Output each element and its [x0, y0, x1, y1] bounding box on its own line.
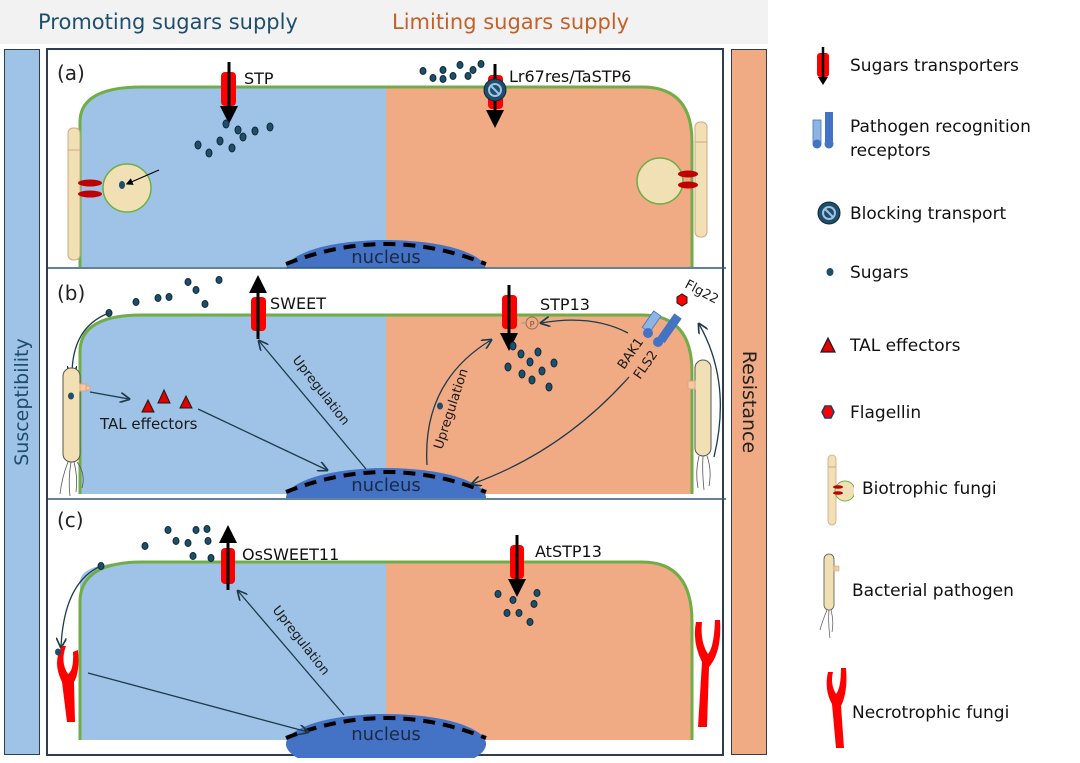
legend-label-line2: receptors	[850, 141, 931, 161]
upregulation-arrow-b-left	[259, 341, 367, 470]
legend-label: Necrotrophic fungi	[852, 703, 1010, 723]
nucleus-label-c: nucleus	[351, 724, 421, 745]
biotrophic-fungus-right	[636, 121, 708, 238]
sugar-on-arrow	[437, 402, 443, 410]
legend-label: Flagellin	[850, 403, 922, 423]
legend-label: Blocking transport	[850, 204, 1007, 224]
ossweet11-label: OsSWEET11	[242, 545, 339, 564]
panel-label-a: (a)	[57, 61, 85, 85]
fls2-to-nucleus-arrow	[472, 376, 630, 484]
tal-effectors	[141, 388, 193, 413]
resistance-bar: Resistance	[731, 49, 767, 755]
sugars-outside-a	[419, 60, 485, 83]
panel-label-c: (c)	[57, 508, 84, 532]
panel-label-b: (b)	[57, 281, 85, 305]
header-band: Promoting sugars supply Limiting sugars …	[0, 0, 768, 44]
nucleus-a	[286, 240, 486, 268]
legend-label: Sugars transporters	[850, 56, 1019, 76]
lr67res-label: Lr67res/TaSTP6	[509, 67, 631, 86]
stp13-label: STP13	[540, 295, 590, 314]
cell-right-c	[386, 562, 692, 740]
nuclear-envelope-a	[285, 242, 487, 266]
cell-right-a	[386, 87, 692, 267]
legend-label: Biotrophic fungi	[862, 479, 997, 499]
legend: Sugars transporters Pathogen recognition…	[790, 0, 1080, 759]
sugars-inside-a	[194, 119, 274, 158]
tal-to-nucleus-arrow	[197, 408, 327, 470]
stp-label: STP	[244, 69, 274, 88]
sugar-transporter-icon	[817, 47, 829, 85]
cell-left-a	[80, 87, 386, 267]
cell-left-c	[80, 562, 386, 740]
blocking-icon-a	[483, 78, 507, 102]
flg22-label: Flg22	[682, 277, 721, 307]
bacterium-left	[59, 312, 129, 497]
sugars-inside-c	[494, 589, 541, 626]
legend-label-line1: Pathogen recognition	[850, 117, 1031, 137]
upregulation-arrow-b-right	[426, 340, 491, 466]
susceptibility-label: Susceptibility	[11, 338, 33, 466]
cell-left-b	[80, 315, 386, 494]
recognition-receptor-icon	[812, 112, 834, 149]
sugar-icon	[826, 268, 834, 276]
nucleus-label-a: nucleus	[351, 247, 421, 268]
sugars-outside-c	[97, 525, 215, 570]
tal-effector-icon	[820, 336, 836, 353]
sweet-label: SWEET	[270, 294, 326, 313]
upregulation-arrow-c	[238, 591, 345, 716]
bacteria-icon	[819, 553, 840, 639]
limiting-header: Limiting sugars supply	[392, 10, 630, 34]
pathogen-recognition-receptors	[641, 310, 682, 347]
necrotrophic-fungus-left	[55, 646, 79, 722]
flagellin-icon	[821, 405, 835, 419]
resistance-label: Resistance	[738, 350, 760, 454]
diagram-canvas: nucleus (a) STP	[48, 60, 726, 758]
biotrophic-fungi-icon	[827, 454, 854, 526]
legend-label: Sugars	[850, 263, 909, 283]
cell-wall-c	[78, 560, 694, 740]
legend-label: Bacterial pathogen	[852, 581, 1014, 601]
diagram-frame: nucleus (a) STP	[46, 48, 726, 758]
cell-wall-b	[78, 313, 694, 494]
tal-effectors-label: TAL effectors	[99, 415, 198, 433]
bacterium-right	[687, 324, 721, 491]
susceptibility-bar: Susceptibility	[4, 49, 40, 755]
flagellin-b	[676, 293, 688, 307]
atstp13-label: AtSTP13	[535, 542, 602, 561]
panel-c: nucleus (c) OsSWEET11 Upregulation AtSTP…	[55, 508, 721, 758]
fungus-to-nucleus-arrow	[87, 672, 308, 732]
nuclear-envelope-b	[285, 470, 487, 494]
biotrophic-fungus-left	[67, 127, 160, 261]
cell-right-b	[386, 315, 692, 494]
legend-label: TAL effectors	[850, 336, 961, 356]
sugars-inside-b	[504, 341, 558, 392]
phospho-label: P	[530, 320, 535, 329]
nucleus-b	[286, 468, 486, 498]
necrotrophic-fungi-icon	[826, 668, 847, 748]
necrotrophic-fungus-right	[694, 620, 721, 727]
panel-b: nucleus (b) TAL effect	[48, 275, 726, 500]
blocking-icon	[817, 201, 841, 225]
sugars-outside-b	[105, 276, 223, 317]
nucleus-label-b: nucleus	[351, 475, 421, 496]
promoting-header: Promoting sugars supply	[38, 10, 298, 34]
sugar-to-fungus-arrow	[61, 565, 102, 647]
bak1-phospho-arrow	[541, 320, 629, 334]
cell-wall-a	[78, 85, 694, 267]
panel-a: nucleus (a) STP	[48, 60, 726, 269]
